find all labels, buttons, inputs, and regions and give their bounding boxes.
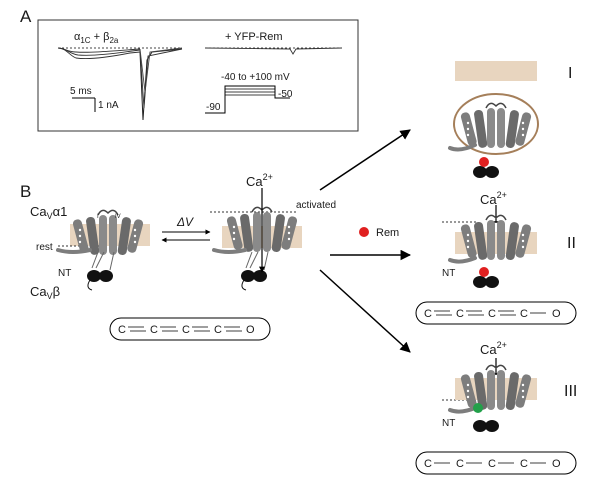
nt-label-ii: NT <box>442 268 455 279</box>
outcome-ii-channel <box>442 205 537 288</box>
svg-text:C: C <box>456 308 464 320</box>
outcome-label-i: I <box>568 65 572 82</box>
resting-channel <box>56 209 150 291</box>
cav-beta-label: CaVβ <box>30 284 60 301</box>
scale-bar <box>72 97 96 112</box>
cav-alpha-label: CaVα1 <box>30 204 67 221</box>
nt-label-iii: NT <box>442 418 455 429</box>
ca-label-activated: Ca2+ <box>246 172 273 189</box>
panel-label-b: B <box>20 182 31 201</box>
protocol-hold-label: -90 <box>206 102 221 113</box>
svg-text:C: C <box>118 324 126 336</box>
rem-label: Rem <box>376 227 399 239</box>
svg-text:O: O <box>246 324 255 336</box>
control-trace-label: α1C + β2a <box>74 31 119 45</box>
outcome-label-ii: II <box>567 235 576 252</box>
ca-label-iii: Ca2+ <box>480 340 507 357</box>
protocol-range-label: -40 to +100 mV <box>221 72 290 83</box>
voltage-protocol <box>205 85 290 114</box>
voltage-transition-arrows <box>161 229 211 243</box>
rem-icon <box>359 227 369 237</box>
nt-label-rest: NT <box>58 268 71 279</box>
svg-text:C: C <box>214 324 222 336</box>
svg-text:C: C <box>488 308 496 320</box>
ca-label-ii: Ca2+ <box>480 190 507 207</box>
scale-time-label: 5 ms <box>70 86 92 97</box>
rem-pathways <box>319 129 412 353</box>
rest-label: rest <box>36 242 53 253</box>
svg-text:C: C <box>520 308 528 320</box>
svg-text:C: C <box>456 458 464 470</box>
svg-text:C: C <box>150 324 158 336</box>
activated-label: activated <box>296 200 336 211</box>
panel-label-a: A <box>20 7 32 26</box>
panel-a-frame <box>37 19 359 132</box>
delta-v-label: ΔV <box>176 215 194 229</box>
outcome-i-channel <box>448 61 539 178</box>
activated-channel <box>210 188 302 291</box>
protocol-return-label: -50 <box>278 89 293 100</box>
svg-text:O: O <box>552 308 561 320</box>
rem-current-traces <box>204 47 343 55</box>
gating-scheme-control: C C C C O <box>109 317 271 341</box>
svg-text:C: C <box>488 458 496 470</box>
rem-trace-label: + YFP-Rem <box>225 31 283 43</box>
control-current-traces <box>57 47 183 121</box>
svg-text:C: C <box>520 458 528 470</box>
svg-text:C: C <box>424 458 432 470</box>
rest-domain-iv: IV <box>115 214 121 220</box>
gating-scheme-ii: C C C C O <box>415 301 577 325</box>
svg-text:C: C <box>424 308 432 320</box>
scale-current-label: 1 nA <box>98 100 119 111</box>
svg-text:O: O <box>552 458 561 470</box>
gating-scheme-iii: C C C C O <box>415 451 577 475</box>
rest-domain-i: I <box>97 214 99 220</box>
outcome-iii-channel <box>442 358 537 432</box>
outcome-label-iii: III <box>564 383 577 400</box>
svg-text:C: C <box>182 324 190 336</box>
